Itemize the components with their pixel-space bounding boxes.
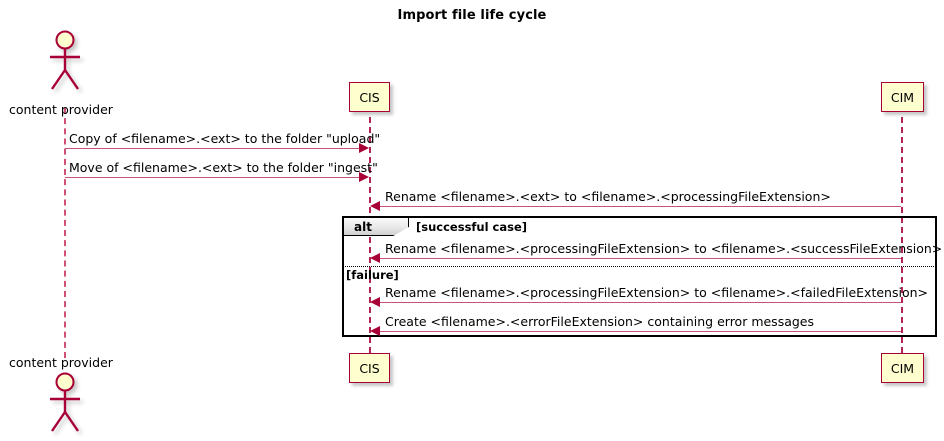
lifeline-cim: [901, 117, 903, 353]
message-arrowhead-6: [370, 326, 380, 336]
actor-label-bottom: content provider: [9, 355, 113, 370]
message-label-2: Move of <filename>.<ext> to the folder "…: [69, 160, 378, 175]
message-arrowhead-3: [370, 201, 380, 211]
alt-fragment-operator-tab: alt: [343, 217, 409, 236]
actor-figure: [39, 372, 91, 434]
lifeline-content-provider: [64, 108, 66, 358]
message-line-4: [380, 258, 901, 259]
alt-fragment-frame: [342, 216, 937, 337]
participant-cis-bottom[interactable]: CIS: [349, 353, 390, 383]
actor-stick-figure-icon: [50, 372, 80, 432]
message-line-1: [65, 148, 361, 149]
participant-cis-top[interactable]: CIS: [349, 82, 390, 112]
actor-content-provider-top: [39, 30, 91, 92]
actor-stick-figure-icon: [50, 30, 80, 90]
message-arrowhead-5: [370, 297, 380, 307]
message-arrowhead-4: [370, 253, 380, 263]
message-arrowhead-1: [359, 143, 369, 153]
alt-fragment-else-divider: [343, 266, 936, 267]
alt-fragment-guard-failure: [failure]: [346, 268, 399, 282]
message-line-2: [65, 177, 361, 178]
message-line-6: [380, 331, 901, 332]
participant-cim-bottom[interactable]: CIM: [881, 353, 924, 383]
message-label-3: Rename <filename>.<ext> to <filename>.<p…: [385, 189, 831, 204]
participant-cim-top[interactable]: CIM: [881, 82, 924, 112]
message-arrowhead-2: [359, 172, 369, 182]
diagram-title: Import file life cycle: [397, 8, 547, 23]
message-line-3: [380, 206, 901, 207]
alt-fragment-guard-successful: [successful case]: [416, 220, 528, 234]
message-label-4: Rename <filename>.<processingFileExtensi…: [385, 241, 943, 256]
message-label-5: Rename <filename>.<processingFileExtensi…: [385, 285, 928, 300]
message-label-1: Copy of <filename>.<ext> to the folder "…: [69, 131, 381, 146]
actor-figure: [39, 30, 91, 92]
actor-content-provider-bottom: [39, 372, 91, 434]
actor-label-top: content provider: [9, 102, 113, 117]
message-label-6: Create <filename>.<errorFileExtension> c…: [385, 314, 815, 329]
message-line-5: [380, 302, 901, 303]
